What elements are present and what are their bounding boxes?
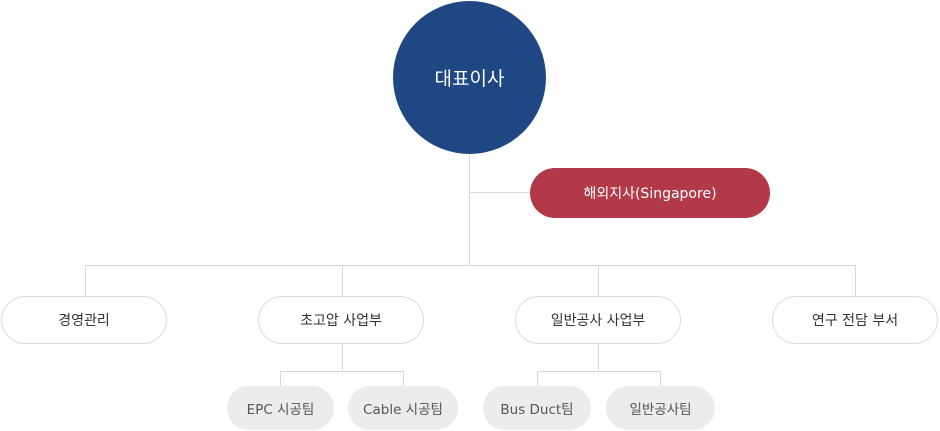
connector-hv-team-1 — [280, 371, 281, 386]
connector-division-1 — [85, 265, 86, 296]
connector-branch — [470, 192, 530, 193]
division-management: 경영관리 — [1, 296, 167, 344]
ceo-label: 대표이사 — [434, 68, 505, 90]
division-high-voltage: 초고압 사업부 — [258, 296, 424, 344]
connector-division-3 — [598, 265, 599, 296]
connector-gc-down — [598, 344, 599, 371]
connector-divisions-bar — [85, 265, 856, 266]
ceo-node: 대표이사 — [393, 1, 546, 154]
team-general-construction: 일반공사팀 — [606, 386, 715, 430]
connector-hv-bar — [280, 371, 404, 372]
division-label: 연구 전담 부서 — [811, 313, 899, 329]
division-label: 초고압 사업부 — [300, 313, 382, 329]
team-bus-duct: Bus Duct팀 — [483, 386, 591, 430]
connector-hv-down — [342, 344, 343, 371]
team-label: Bus Duct팀 — [500, 402, 574, 418]
team-label: 일반공사팀 — [629, 402, 692, 418]
team-label: Cable 시공팀 — [363, 402, 443, 418]
team-epc: EPC 시공팀 — [227, 386, 334, 430]
connector-gc-team-2 — [660, 371, 661, 386]
division-label: 경영관리 — [58, 313, 110, 329]
division-label: 일반공사 사업부 — [550, 313, 646, 329]
connector-hv-team-2 — [403, 371, 404, 386]
team-label: EPC 시공팀 — [246, 402, 315, 418]
connector-division-4 — [855, 265, 856, 296]
division-research: 연구 전담 부서 — [772, 296, 938, 344]
connector-ceo-trunk — [469, 154, 470, 265]
connector-gc-bar — [537, 371, 661, 372]
team-cable: Cable 시공팀 — [348, 386, 458, 430]
overseas-branch-label: 해외지사(Singapore) — [583, 186, 717, 202]
overseas-branch-node: 해외지사(Singapore) — [530, 168, 770, 218]
connector-division-2 — [342, 265, 343, 296]
connector-gc-team-1 — [537, 371, 538, 386]
division-general-construction: 일반공사 사업부 — [515, 296, 681, 344]
